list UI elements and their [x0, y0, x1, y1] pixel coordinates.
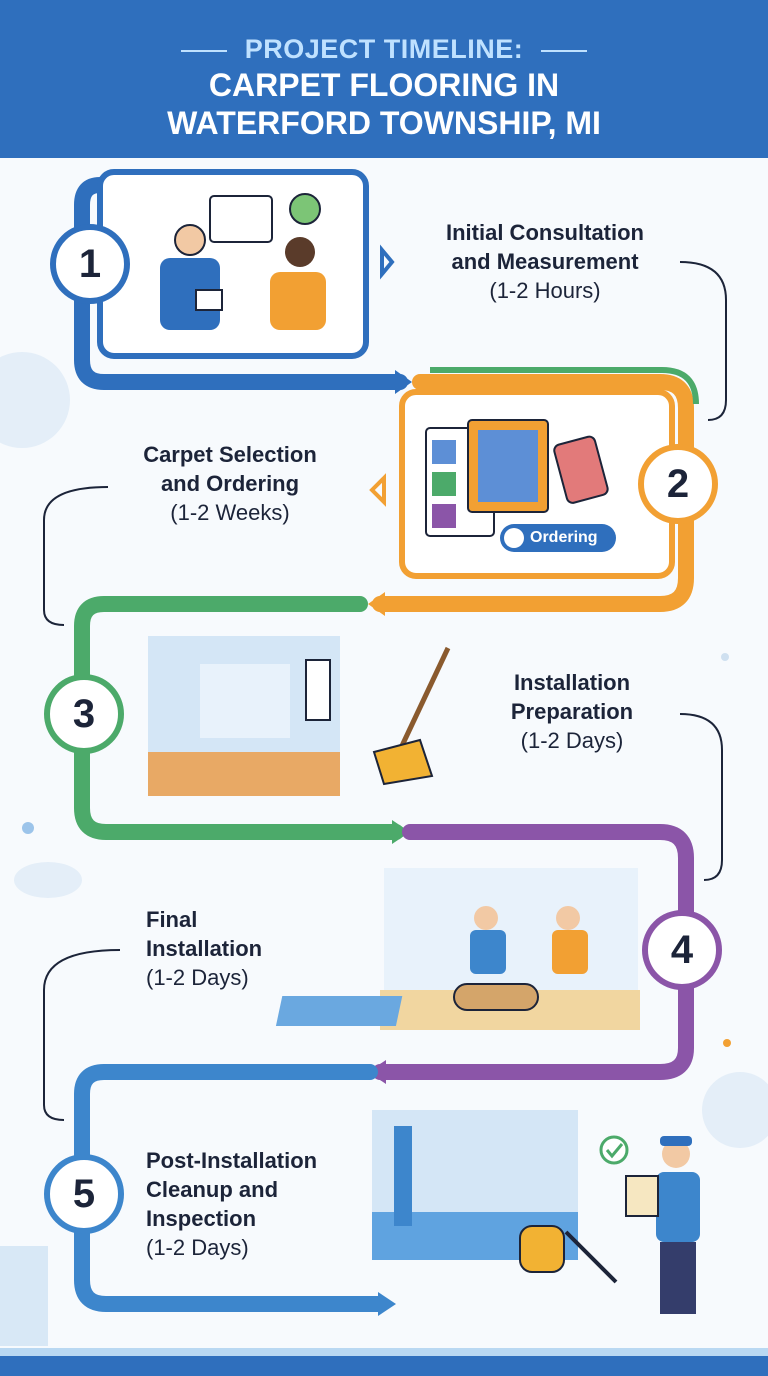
- clipboard-icon: [195, 289, 223, 311]
- page-title: CARPET FLOORING IN WATERFORD TOWNSHIP, M…: [0, 66, 768, 142]
- curtain: [394, 1126, 412, 1226]
- carpet-sample-inner: [478, 430, 538, 502]
- step-4-title-line2: Installation: [146, 936, 263, 961]
- decor-bubble: [0, 352, 70, 448]
- connector-1-2: [679, 261, 727, 421]
- step-2-title-line2: and Ordering: [160, 471, 300, 496]
- step-5-number: 5: [44, 1154, 124, 1234]
- room-back-wall: [200, 664, 290, 738]
- inspector-legs: [660, 1242, 696, 1314]
- decor-dot: [723, 1039, 731, 1047]
- connector-3-4: [679, 713, 723, 881]
- person-woman-head: [285, 237, 315, 267]
- connector-2-3: [43, 486, 109, 626]
- sample-tile: [432, 504, 456, 528]
- check-icon: [504, 528, 524, 548]
- step-3-title-line1: Installation: [513, 670, 631, 695]
- inspector-head: [662, 1140, 690, 1168]
- tape-measure-icon: [289, 193, 321, 225]
- color-swatch-fan: [553, 435, 609, 504]
- step-1-number: 1: [50, 224, 130, 304]
- step-5-duration: (1-2 Days): [146, 1235, 249, 1260]
- clipboard-icon: [625, 1175, 659, 1217]
- step-1-title-line2: and Measurement: [451, 249, 639, 274]
- carpet-roll: [453, 983, 539, 1011]
- broom-handle: [397, 646, 451, 752]
- decor-cloud: [14, 862, 82, 898]
- worker-body: [552, 930, 588, 974]
- step-5-text: Post-Installation Cleanup and Inspection…: [146, 1146, 366, 1262]
- path-segment-1: [74, 177, 408, 390]
- step-2-number: 2: [638, 444, 718, 524]
- step-5-title-line2: Cleanup and: [146, 1177, 279, 1202]
- ordering-badge: [500, 524, 616, 552]
- chevron-left-icon: [369, 473, 386, 507]
- person-man-body: [160, 258, 220, 330]
- arrow-3: [392, 820, 410, 844]
- footer-bar: [0, 1356, 768, 1376]
- inspector-cap: [660, 1136, 692, 1146]
- step-5-title-line3: Inspection: [146, 1206, 257, 1231]
- connector-4-5: [43, 949, 121, 1121]
- carpet-laid: [275, 996, 403, 1026]
- speech-bubble-plan: [209, 195, 273, 243]
- vacuum-body: [519, 1225, 565, 1273]
- step-2-title-line1: Carpet Selection: [143, 442, 317, 467]
- worker-head: [474, 906, 498, 930]
- ordering-badge-label: Ordering: [530, 529, 598, 546]
- title-line-1: CARPET FLOORING IN: [208, 67, 560, 103]
- decor-building: [0, 1246, 48, 1346]
- worker-body: [470, 930, 506, 974]
- step-2-duration: (1-2 Weeks): [170, 500, 290, 525]
- path-segment-2-green: [430, 367, 699, 405]
- broom-icon: [372, 738, 434, 786]
- sample-tile: [432, 440, 456, 464]
- arrow-5: [378, 1292, 396, 1316]
- vacuum-hose: [564, 1230, 618, 1284]
- header-banner: PROJECT TIMELINE: CARPET FLOORING IN WAT…: [0, 0, 768, 158]
- step-3-title-line2: Preparation: [510, 699, 634, 724]
- step-2-text: Carpet Selection and Ordering (1-2 Weeks…: [112, 440, 348, 527]
- sample-tile: [432, 472, 456, 496]
- title-line-2: WATERFORD TOWNSHIP, MI: [167, 105, 601, 141]
- checkmark-tick: [605, 1143, 624, 1159]
- step-3-number: 3: [44, 674, 124, 754]
- chevron-right-icon: [380, 244, 395, 280]
- arrow-1: [395, 370, 412, 394]
- arrow-2: [368, 592, 385, 616]
- person-woman-body: [270, 272, 326, 330]
- step-4-title-line1: Final: [146, 907, 198, 932]
- step-1-duration: (1-2 Hours): [489, 278, 601, 303]
- decor-dot: [721, 653, 729, 661]
- step-3-text: Installation Preparation (1-2 Days): [492, 668, 652, 755]
- inspector-body: [656, 1172, 700, 1242]
- decor-dot: [22, 822, 34, 834]
- checkmark-icon: [599, 1135, 629, 1165]
- step-4-number: 4: [642, 910, 722, 990]
- footer-accent: [0, 1348, 768, 1356]
- step-4-text: Final Installation (1-2 Days): [146, 905, 346, 992]
- step-1-text: Initial Consultation and Measurement (1-…: [420, 218, 670, 305]
- worker-head: [556, 906, 580, 930]
- decor-bubble: [702, 1072, 768, 1148]
- room-floor: [148, 752, 340, 796]
- step-1-title-line1: Initial Consultation: [446, 220, 644, 245]
- step-3-duration: (1-2 Days): [520, 728, 624, 753]
- step-4-duration: (1-2 Days): [146, 965, 249, 990]
- step-5-title-line1: Post-Installation: [146, 1148, 318, 1173]
- person-man-head: [174, 224, 206, 256]
- room-window: [305, 659, 331, 721]
- header-kicker: PROJECT TIMELINE:: [0, 34, 768, 65]
